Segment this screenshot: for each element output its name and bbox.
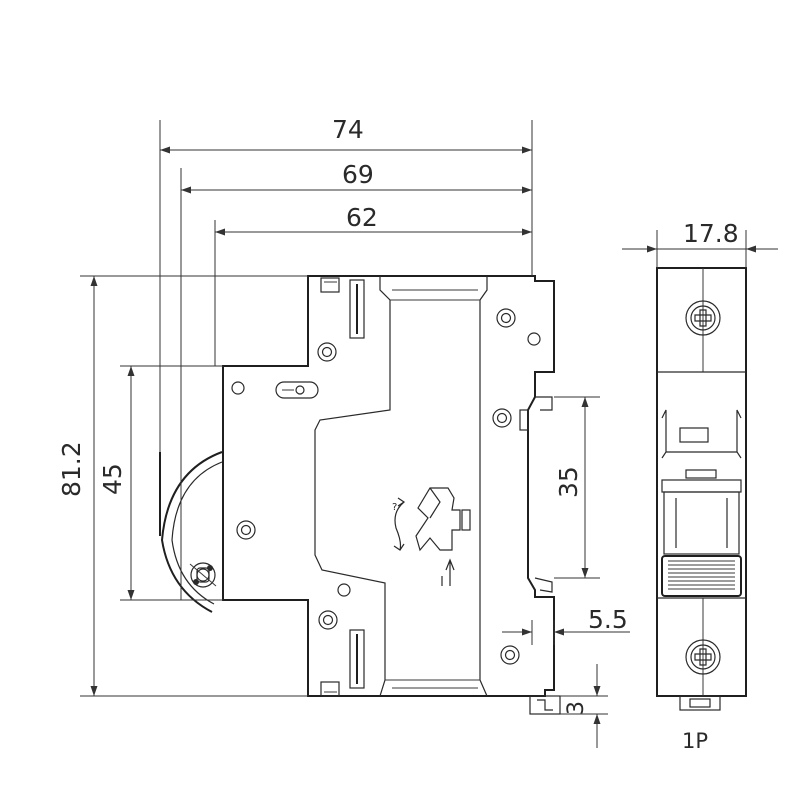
dim-width-total: 74 xyxy=(332,115,364,144)
dim-rail-offset: 5.5 xyxy=(588,605,628,634)
front-view-outline xyxy=(656,267,747,697)
rail-hook-top xyxy=(535,396,553,411)
front-view: 17.8 1P xyxy=(622,219,778,753)
dim-module-width: 17.8 xyxy=(683,219,739,248)
side-view: ? 74 69 62 81.2 45 xyxy=(57,115,630,748)
rivet xyxy=(492,408,512,428)
hole xyxy=(337,583,351,597)
rivet xyxy=(236,520,256,540)
side-view-outline xyxy=(222,275,555,697)
hole xyxy=(527,332,541,346)
inner-recess-right xyxy=(479,276,488,697)
terminal-screw-bottom xyxy=(685,639,721,675)
rivet xyxy=(500,645,520,665)
inner-recess xyxy=(314,276,391,697)
dim-height-front: 45 xyxy=(98,463,127,495)
bottom-clip xyxy=(320,629,365,697)
front-bottom-foot xyxy=(679,695,721,711)
rail-hook-bottom xyxy=(534,577,553,593)
svg-text:?: ? xyxy=(392,502,397,513)
label-window xyxy=(661,409,742,459)
dim-height-total: 81.2 xyxy=(57,441,86,497)
slot-detail xyxy=(275,381,319,399)
pole-config-label: 1P xyxy=(682,729,708,753)
terminal-screw-top xyxy=(685,300,721,336)
rivet xyxy=(496,308,516,328)
hole xyxy=(231,381,245,395)
lever-handle xyxy=(159,451,223,613)
dim-width-inner: 62 xyxy=(346,203,378,232)
dim-width-mid: 69 xyxy=(342,160,374,189)
dim-foot-height: 3 xyxy=(564,701,589,715)
switch-symbol: ? xyxy=(392,487,471,586)
bottom-foot xyxy=(529,695,561,715)
dim-rail-height: 35 xyxy=(554,466,583,498)
toggle-handle xyxy=(661,469,742,597)
top-clip xyxy=(320,277,365,339)
rail-clip-top xyxy=(519,409,529,431)
rivet xyxy=(318,610,338,630)
rivet xyxy=(317,342,337,362)
